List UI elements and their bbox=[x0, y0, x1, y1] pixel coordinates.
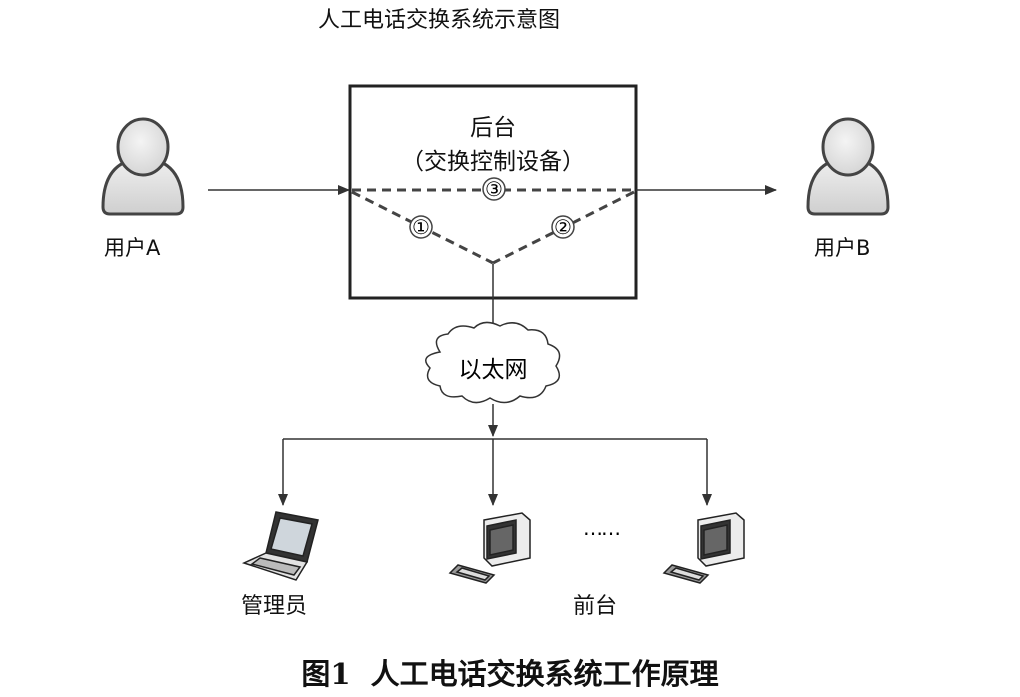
user-b-icon bbox=[806, 117, 890, 216]
diagram-title: 人工电话交换系统示意图 bbox=[318, 8, 561, 33]
cloud-icon bbox=[425, 321, 561, 404]
user-a-icon bbox=[101, 117, 185, 216]
desktop-icon bbox=[448, 512, 531, 584]
laptop-icon bbox=[241, 511, 319, 581]
ellipsis: …… bbox=[583, 516, 619, 540]
backend-subtitle: （交换控制设备） bbox=[401, 149, 585, 175]
frontend-label: 前台 bbox=[573, 594, 618, 619]
user-b-label: 用户B bbox=[814, 236, 871, 260]
path-2-circle bbox=[551, 215, 575, 239]
path-1-label: ① bbox=[412, 215, 430, 239]
user-a-label: 用户A bbox=[104, 236, 161, 260]
desktop-icon-2 bbox=[662, 512, 745, 584]
network-label: 以太网 bbox=[459, 357, 528, 383]
path-1-circle bbox=[409, 215, 433, 239]
path-3-label: ③ bbox=[485, 177, 503, 201]
path-2-label: ② bbox=[554, 215, 572, 239]
admin-label: 管理员 bbox=[241, 594, 308, 619]
backend-title: 后台 bbox=[470, 115, 516, 141]
path-3-circle bbox=[482, 177, 506, 201]
figure-caption: 图1 人工电话交换系统工作原理 bbox=[301, 657, 719, 691]
